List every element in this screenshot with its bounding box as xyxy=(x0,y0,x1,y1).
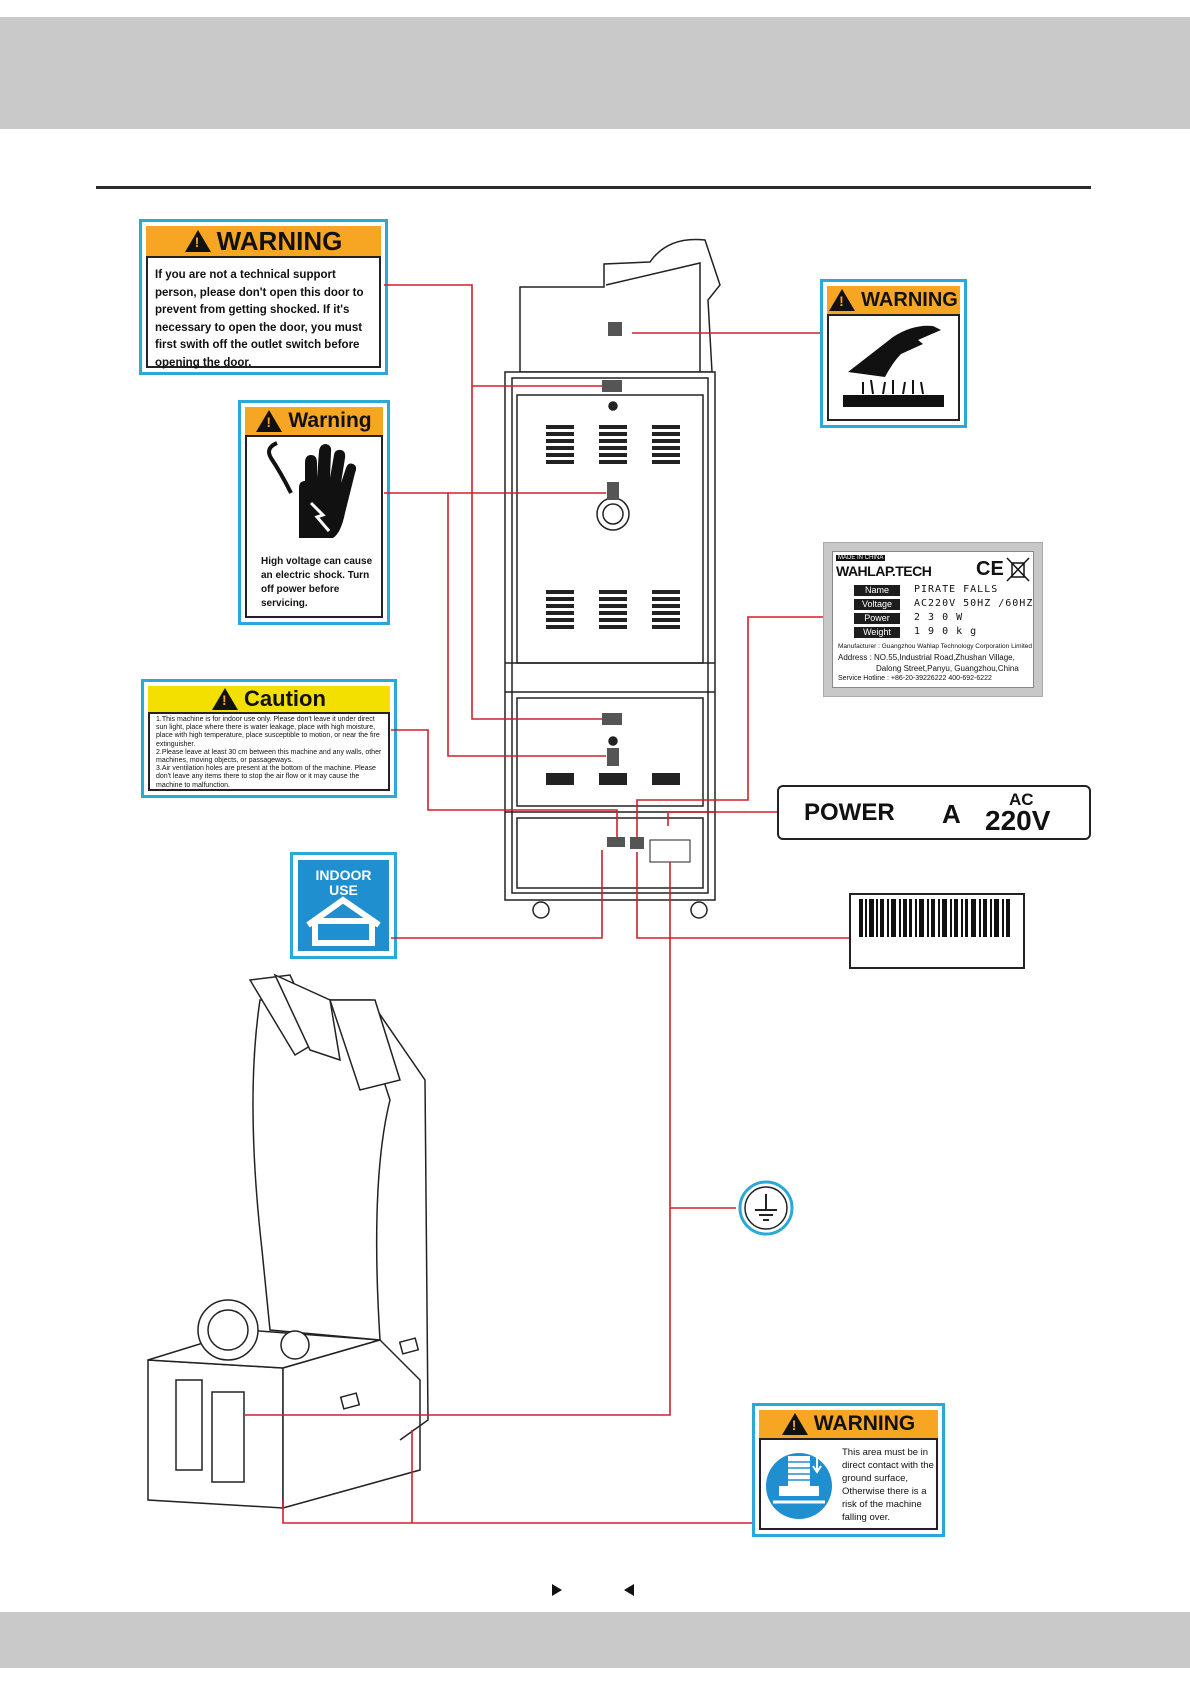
prev-arrow-icon xyxy=(624,1584,634,1596)
label-text: High voltage can cause an electric shock… xyxy=(261,556,373,609)
warning-triangle-icon xyxy=(256,410,283,432)
caution-item: 1.This machine is for indoor use only. P… xyxy=(156,716,380,748)
ac-text: AC xyxy=(1009,790,1034,809)
bin-icon xyxy=(1006,557,1030,582)
machine-back-view xyxy=(504,238,721,919)
ground-symbol-icon xyxy=(738,1180,794,1236)
warning-triangle-icon xyxy=(184,230,211,252)
warning-hot-label: WARNING xyxy=(820,279,967,428)
hot-surface-icon xyxy=(843,325,944,407)
made-in-badge: MADE IN CHINA xyxy=(836,555,886,561)
label-header: Caution xyxy=(148,686,390,714)
leader-lines xyxy=(245,284,849,1524)
footer-band xyxy=(0,1612,1190,1668)
indoor-use-label: INDOOR USE xyxy=(290,852,397,959)
caution-item: 3.Air ventilation holes are present at t… xyxy=(156,765,376,789)
caution-label: Caution 1.This machine is for indoor use… xyxy=(141,679,397,798)
label-text: This area must be in direct contact with… xyxy=(842,1447,934,1523)
caution-items: 1.This machine is for indoor use only. P… xyxy=(156,716,384,790)
warning-triangle-icon xyxy=(212,688,239,710)
brand-logo: WAHLAP.TECH xyxy=(836,563,932,579)
hotline-text: Service Hotline : +86-20-39226222 400-69… xyxy=(838,675,992,682)
field-label: Name xyxy=(854,585,900,596)
mini-labels xyxy=(602,322,691,863)
warning-triangle-icon xyxy=(781,1413,808,1435)
label-header: WARNING xyxy=(759,1410,938,1440)
label-title: Caution xyxy=(244,686,326,711)
caution-item: 2.Please leave at least 30 cm between th… xyxy=(156,748,382,765)
field-label: Voltage xyxy=(854,599,900,610)
label-title: WARNING xyxy=(813,1412,916,1435)
warning-voltage-label: Warning High voltage can cause an electr… xyxy=(238,400,390,625)
barcode-icon xyxy=(859,899,1010,937)
next-arrow-icon xyxy=(552,1584,562,1596)
power-text: POWER xyxy=(804,799,895,826)
address-line-2: Dalong Street,Panyu, Guangzhou,China xyxy=(876,664,1019,673)
label-header: WARNING xyxy=(827,286,960,316)
address-line-1: Address : NO.55,Industrial Road,Zhushan … xyxy=(838,653,1015,662)
label-header: Warning xyxy=(245,407,383,437)
power-label: POWER A AC 220V xyxy=(777,785,1091,840)
section-rule xyxy=(96,186,1091,189)
use-text: USE xyxy=(329,882,358,898)
vent-slots xyxy=(546,425,680,785)
voltage-text: 220V xyxy=(985,805,1051,836)
field-label: Weight xyxy=(854,627,900,638)
ce-mark-icon: CE xyxy=(976,558,1004,580)
manufacturer-text: Manufacturer : Guangzhou Wahlap Technolo… xyxy=(838,643,1033,650)
label-title: Warning xyxy=(288,409,372,432)
house-icon xyxy=(306,896,381,946)
label-title: WARNING xyxy=(861,288,958,311)
ampere-unit: A xyxy=(942,799,961,829)
label-title: WARNING xyxy=(216,225,343,256)
tipping-icon xyxy=(766,1453,832,1519)
barcode-label xyxy=(849,893,1025,969)
label-text: If you are not a technical support perso… xyxy=(155,269,364,369)
indoor-text: INDOOR xyxy=(315,867,372,883)
shock-hand-icon xyxy=(267,441,357,538)
header-band xyxy=(0,17,1190,129)
nameplate: MADE IN CHINA WAHLAP.TECH CE Name PIRATE… xyxy=(823,542,1043,697)
warning-triangle-icon xyxy=(829,289,856,311)
field-value: PIRATE FALLS xyxy=(914,584,999,595)
warning-ground-label: WARNING This area must be in direct cont… xyxy=(752,1403,945,1537)
field-value: AC220V 50HZ /60HZ xyxy=(914,598,1034,609)
label-header: WARNING xyxy=(146,226,381,258)
field-label: Power xyxy=(854,613,900,624)
warning-door-label: WARNING If you are not a technical suppo… xyxy=(139,219,388,375)
machine-perspective-view xyxy=(147,973,429,1509)
field-value: 1 9 0 k g xyxy=(914,626,978,637)
field-value: 2 3 0 W xyxy=(914,612,964,623)
